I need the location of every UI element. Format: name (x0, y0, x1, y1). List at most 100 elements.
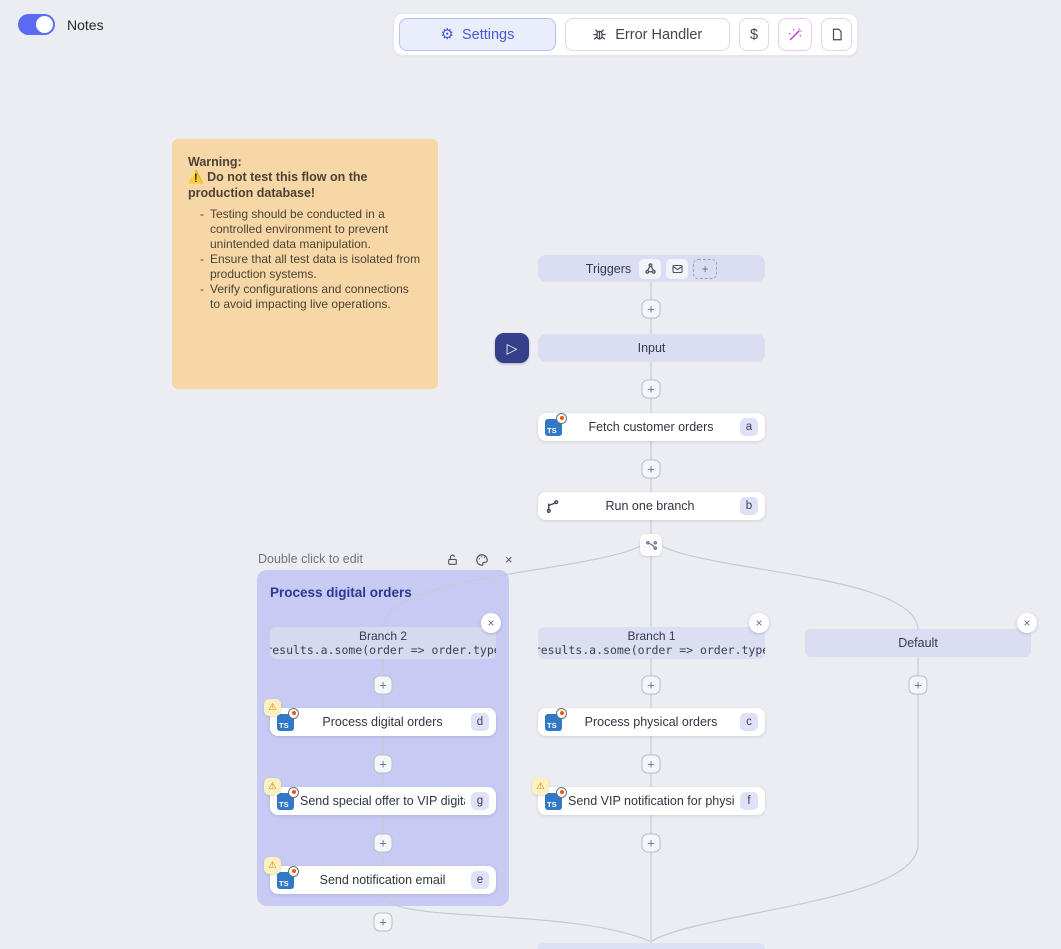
pricing-button[interactable]: $ (738, 18, 770, 51)
notes-page-button[interactable] (821, 18, 852, 51)
step-label: Send notification email (319, 873, 446, 887)
branch-name: Branch 2 (358, 629, 408, 643)
warning-note[interactable]: Warning: ⚠️ Do not test this flow on the… (172, 139, 438, 389)
step-label: Process physical orders (584, 715, 718, 729)
note-title: Warning: (188, 155, 242, 169)
branch-condition-code: results.a.some(order => order.type (270, 643, 496, 657)
settings-label: Settings (461, 26, 515, 43)
step-node-process-digital-orders[interactable]: ⚠ TS Process digital orders d (264, 699, 496, 736)
error-handler-label: Error Handler (615, 26, 703, 43)
typescript-step-icon: TS (545, 707, 567, 731)
dollar-icon: $ (750, 26, 759, 43)
add-step-button[interactable]: + (373, 912, 393, 932)
group-toolbar: × (446, 552, 513, 567)
add-step-button[interactable]: + (641, 299, 661, 319)
step-node-process-physical-orders[interactable]: TS Process physical orders c (538, 707, 765, 736)
group-edit-hint: Double click to edit (258, 552, 363, 566)
step-type-mini-icon (288, 865, 299, 877)
step-type-mini-icon (288, 786, 299, 798)
branch-node-default[interactable]: Default (805, 629, 1031, 657)
step-type-mini-icon (556, 707, 567, 719)
step-type-mini-icon (556, 412, 567, 424)
typescript-step-icon: TS (277, 707, 299, 731)
step-node-fetch-customer-orders[interactable]: TS Fetch customer orders a (538, 412, 765, 441)
warning-triangle-icon[interactable]: ⚠ (264, 778, 281, 795)
step-key-badge: e (471, 871, 489, 889)
triggers-label: Triggers (585, 261, 632, 276)
step-key-badge: b (740, 497, 758, 515)
step-node-send-special-offer[interactable]: ⚠ TS Send special offer to VIP digital c… (264, 778, 496, 815)
step-label: Send VIP notification for physical... (568, 794, 734, 808)
step-key-badge: f (740, 792, 758, 810)
step-label: Send special offer to VIP digital c... (300, 794, 465, 808)
branch-condition-code: results.a.some(order => order.type (538, 643, 765, 657)
branch-icon (545, 499, 560, 514)
step-key-badge: g (471, 792, 489, 810)
next-step-node-partial[interactable] (537, 943, 765, 949)
settings-button[interactable]: ⚙ Settings (399, 18, 556, 51)
webhook-trigger-icon[interactable] (639, 258, 662, 279)
remove-branch-button[interactable]: × (481, 613, 501, 633)
branch-name: Default (898, 636, 938, 650)
typescript-step-icon: TS (545, 412, 567, 436)
step-type-mini-icon (288, 707, 299, 719)
warning-triangle-icon[interactable]: ⚠ (264, 699, 281, 716)
input-label: Input (637, 341, 666, 355)
unlock-icon[interactable] (446, 553, 459, 567)
step-node-run-one-branch[interactable]: Run one branch b (538, 492, 765, 520)
group-close-icon[interactable]: × (505, 552, 513, 567)
branch-name: Branch 1 (627, 629, 676, 643)
ai-assistant-button[interactable] (778, 18, 813, 51)
flow-toolbar: ⚙ Settings Error Handler $ (393, 13, 858, 56)
step-node-send-notification-email[interactable]: ⚠ TS Send notification email e (264, 857, 496, 894)
step-key-badge: a (740, 418, 758, 436)
note-bullet-list: Testing should be conducted in a control… (188, 207, 422, 312)
email-trigger-icon[interactable] (666, 258, 689, 279)
add-step-button[interactable]: + (373, 754, 393, 774)
notes-toggle[interactable] (18, 14, 55, 35)
warning-triangle-icon[interactable]: ⚠ (532, 778, 549, 795)
step-label: Process digital orders (322, 715, 443, 729)
error-handler-button[interactable]: Error Handler (564, 18, 730, 51)
add-step-button[interactable]: + (641, 459, 661, 479)
add-step-button[interactable]: + (641, 379, 661, 399)
add-step-button[interactable]: + (373, 675, 393, 695)
notes-control: Notes (18, 14, 104, 35)
group-process-digital-orders[interactable] (257, 570, 509, 906)
typescript-step-icon: TS (277, 786, 299, 810)
add-trigger-button[interactable]: + (693, 258, 718, 279)
palette-icon[interactable] (475, 553, 489, 567)
add-step-button[interactable]: + (373, 833, 393, 853)
bug-icon (592, 27, 607, 42)
trigger-chips: + (639, 258, 718, 279)
remove-branch-button[interactable]: × (1017, 613, 1037, 633)
add-step-button[interactable]: + (908, 675, 928, 695)
step-label: Run one branch (605, 499, 695, 513)
add-step-button[interactable]: + (641, 833, 661, 853)
run-flow-button[interactable]: ▷ (495, 333, 529, 363)
note-bullet: Verify configurations and connections to… (200, 282, 422, 312)
branch-node-branch2[interactable]: Branch 2 results.a.some(order => order.t… (270, 627, 496, 659)
notes-label: Notes (67, 16, 104, 33)
typescript-step-icon: TS (545, 786, 567, 810)
group-title: Process digital orders (270, 585, 412, 600)
gear-icon: ⚙ (440, 26, 454, 43)
input-node[interactable]: Input (538, 334, 765, 362)
step-label: Fetch customer orders (588, 420, 714, 434)
remove-branch-button[interactable]: × (749, 613, 769, 633)
note-bullet: Testing should be conducted in a control… (200, 207, 422, 252)
toggle-knob (36, 16, 53, 33)
branch-split-icon (640, 534, 662, 556)
document-icon (830, 27, 844, 42)
note-bullet: Ensure that all test data is isolated fr… (200, 252, 422, 282)
triggers-node[interactable]: Triggers + (538, 255, 765, 282)
add-step-button[interactable]: + (641, 754, 661, 774)
step-key-badge: d (471, 713, 489, 731)
add-step-button[interactable]: + (641, 675, 661, 695)
warning-triangle-icon[interactable]: ⚠ (264, 857, 281, 874)
branch-node-branch1[interactable]: Branch 1 results.a.some(order => order.t… (538, 627, 765, 659)
step-node-send-vip-notification[interactable]: ⚠ TS Send VIP notification for physical.… (532, 778, 765, 815)
magic-wand-icon (787, 27, 803, 43)
step-key-badge: c (740, 713, 758, 731)
